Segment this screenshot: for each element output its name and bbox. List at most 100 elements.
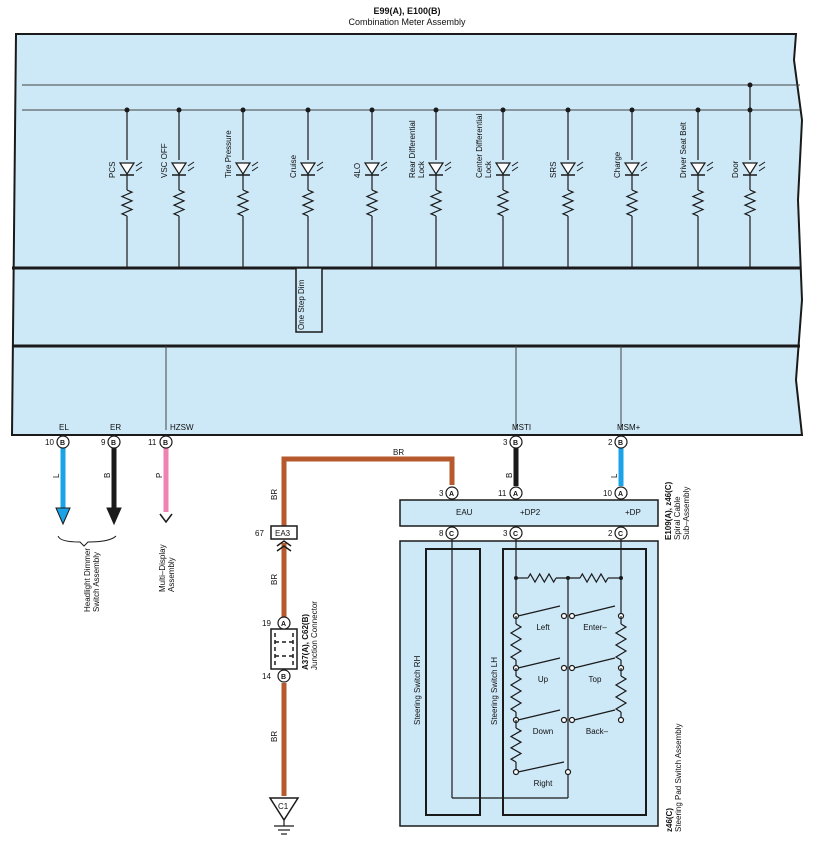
indicator-center-diff: Center DifferentialLock <box>475 107 519 268</box>
pin-msm <box>614 435 628 449</box>
led-icon <box>689 162 707 176</box>
indicator-label: Charge <box>613 151 622 178</box>
indicator-tire-pressure: Tire Pressure <box>224 107 259 268</box>
led-icon <box>623 162 641 176</box>
svg-text:ER: ER <box>110 423 121 432</box>
meter-assembly-title: Combination Meter Assembly <box>348 17 466 27</box>
indicator-4lo: 4LO <box>353 107 388 268</box>
ea3-chevron <box>276 540 292 552</box>
svg-text:HZSW: HZSW <box>170 423 194 432</box>
indicator-charge: Charge <box>613 107 648 268</box>
indicator-label: Rear DifferentialLock <box>408 120 426 178</box>
led-icon <box>427 162 445 176</box>
switch-left: Left <box>536 623 550 632</box>
svg-text:C: C <box>449 531 454 538</box>
ea3-label: EA3 <box>275 529 291 538</box>
svg-text:10: 10 <box>45 438 54 447</box>
multi-display-label: Multi–DisplayAssembly <box>158 544 176 592</box>
spiral-top-pin-3 <box>614 486 628 500</box>
spiral-cable-box <box>399 499 659 527</box>
switch-top: Top <box>589 675 602 684</box>
svg-text:MSTI: MSTI <box>512 423 531 432</box>
meter-panel <box>10 33 804 436</box>
terminal-hzsw: HZSW B 11P <box>148 423 194 524</box>
br-label-3: BR <box>270 731 279 742</box>
svg-text:10: 10 <box>603 489 612 498</box>
svg-text:8: 8 <box>439 529 444 538</box>
switch-right: Right <box>534 779 553 788</box>
pin-hzsw <box>159 435 173 449</box>
indicator-label: Tire Pressure <box>224 130 233 178</box>
led-icon <box>170 162 188 176</box>
indicator-label: Cruise <box>289 154 298 178</box>
svg-text:B: B <box>60 440 65 447</box>
spiral-terminal-1: EAU <box>456 508 473 517</box>
jc-pin-top-num: 19 <box>262 619 271 628</box>
indicator-cruise: Cruise <box>289 107 324 268</box>
br-label-top: BR <box>393 448 404 457</box>
headlight-dimmer-label: Headlight DimmerSwitch Assembly <box>83 548 101 612</box>
ground-symbol <box>268 797 300 822</box>
ea3-connector <box>270 525 298 540</box>
steering-pad-label: z46(C)Steering Pad Switch Assembly <box>665 724 683 833</box>
indicator-label: PCS <box>108 162 117 178</box>
svg-text:B: B <box>618 440 623 447</box>
led-icon <box>741 162 759 176</box>
svg-text:P: P <box>155 473 164 478</box>
spiral-label: E109(A), z46(C)Spiral CableSub–Assembly <box>664 481 691 540</box>
jc-pin-top <box>277 616 291 630</box>
indicator-rear-diff: Rear DifferentialLock <box>408 107 452 268</box>
pin-msti <box>509 435 523 449</box>
indicator-door: Door <box>731 107 766 268</box>
svg-text:3: 3 <box>439 489 444 498</box>
svg-text:B: B <box>103 473 112 478</box>
pin-er <box>107 435 121 449</box>
svg-text:B: B <box>163 440 168 447</box>
svg-text:A: A <box>618 491 623 498</box>
svg-text:A: A <box>513 491 518 498</box>
switch-down: Down <box>533 727 553 736</box>
svg-text:11: 11 <box>148 438 157 447</box>
jc-pin-bottom <box>277 669 291 683</box>
br-label-1: BR <box>270 489 279 500</box>
led-icon <box>234 162 252 176</box>
terminal-msm: MSM+B2L <box>608 423 641 486</box>
jc-pin-bottom-num: 14 <box>262 672 271 681</box>
jc-label: A37(A), C62(B)Junction Connector <box>301 601 319 670</box>
svg-text:B: B <box>505 473 514 478</box>
svg-text:2: 2 <box>608 438 613 447</box>
jc-conn-bottom: B <box>281 674 286 681</box>
svg-text:B: B <box>513 440 518 447</box>
svg-text:L: L <box>610 473 619 478</box>
switch-enter: Enter– <box>583 623 607 632</box>
indicator-srs: SRS <box>549 107 584 268</box>
br-label-2: BR <box>270 574 279 585</box>
svg-text:C: C <box>618 531 623 538</box>
headlight-brace <box>57 535 117 547</box>
indicator-label: Driver Seat Belt <box>679 121 688 178</box>
svg-text:L: L <box>52 473 61 478</box>
indicator-pcs: PCS <box>108 107 143 268</box>
svg-text:C: C <box>513 531 518 538</box>
switch-up: Up <box>538 675 549 684</box>
steering-pad-box <box>399 540 659 827</box>
pin-el <box>56 435 70 449</box>
led-icon <box>559 162 577 176</box>
indicator-label: Center DifferentialLock <box>475 113 493 178</box>
indicator-label: 4LO <box>353 163 362 178</box>
indicator-vsc-off: VSC OFF <box>160 107 195 268</box>
one-step-dim-label: One Step Dim <box>297 279 306 330</box>
steering-switch-lh-box <box>502 548 647 816</box>
spiral-top-pin-1 <box>445 486 459 500</box>
led-icon <box>299 162 317 176</box>
steering-switch-rh-label: Steering Switch RH <box>413 655 422 725</box>
led-icon <box>118 162 136 176</box>
ea3-pin: 67 <box>255 529 264 538</box>
svg-text:9: 9 <box>101 438 106 447</box>
switch-back: Back– <box>586 727 609 736</box>
